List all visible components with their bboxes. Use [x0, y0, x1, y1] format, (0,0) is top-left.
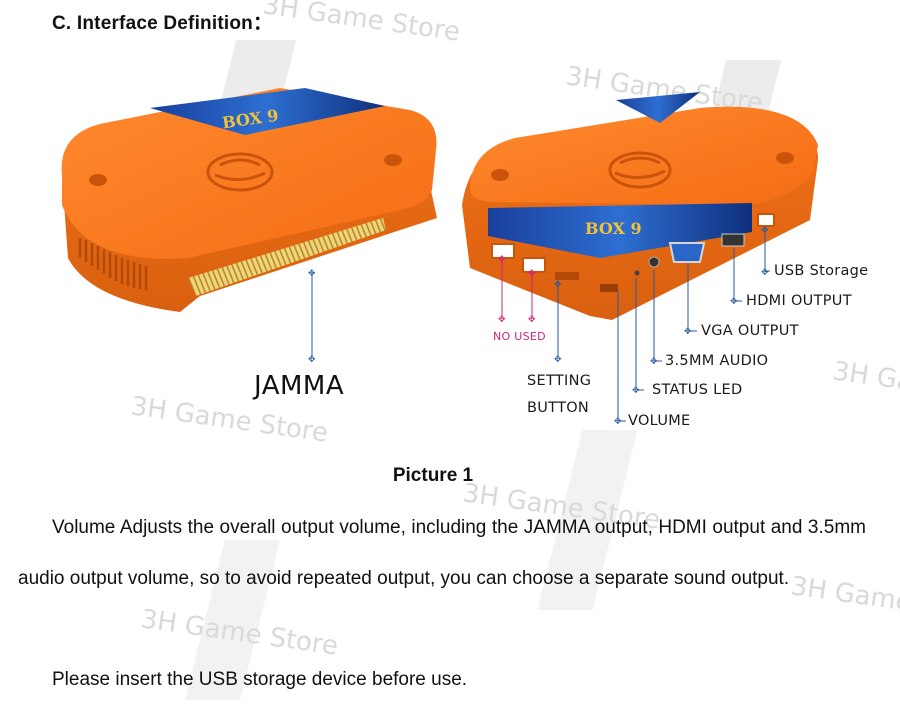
volume-description-paragraph: Volume Adjusts the overall output volume… [18, 517, 866, 589]
volume-knob [600, 284, 618, 292]
jamma-edge-connector [188, 218, 386, 296]
svg-text:✥: ✥ [761, 226, 769, 236]
svg-text:✥: ✥ [528, 269, 536, 279]
usb-storage-port [757, 213, 775, 227]
jamma-label: JAMMA [254, 371, 345, 401]
svg-text:✥: ✥ [761, 268, 769, 278]
hdmi-port [721, 233, 745, 247]
setting-button [555, 272, 579, 280]
figure-caption: Picture 1 [392, 465, 474, 486]
svg-text:✥: ✥ [528, 315, 536, 325]
callout-setting-button-line2: BUTTON [527, 400, 590, 416]
svg-text:✥: ✥ [308, 269, 316, 279]
usb-port-unused-1 [491, 243, 515, 259]
svg-text:✥: ✥ [554, 280, 562, 290]
status-led [634, 270, 640, 276]
callout-hdmi-output: HDMI OUTPUT [746, 293, 852, 309]
callout-status-led: STATUS LED [652, 382, 743, 398]
right-device: BOX 9 [462, 92, 819, 320]
callout-no-used: NO USED [493, 330, 546, 343]
usb-instruction-paragraph: Please insert the USB storage device bef… [52, 669, 468, 690]
left-device: BOX 9 [61, 88, 437, 313]
right-logo: BOX 9 [585, 219, 642, 238]
svg-text:✥: ✥ [650, 357, 658, 367]
section-heading: C. Interface Definition： [52, 13, 273, 34]
callout-setting-button-line1: SETTING [527, 373, 592, 389]
svg-text:✥: ✥ [684, 327, 692, 337]
svg-text:✥: ✥ [614, 417, 622, 427]
audio-jack [648, 256, 660, 268]
svg-text:✥: ✥ [730, 297, 738, 307]
svg-text:✥: ✥ [632, 386, 640, 396]
svg-text:✥: ✥ [498, 315, 506, 325]
usb-port-unused-2 [522, 257, 546, 273]
svg-text:✥: ✥ [308, 355, 316, 365]
callout-usb-storage: USB Storage [774, 263, 869, 279]
svg-text:✥: ✥ [498, 255, 506, 265]
callout-volume: VOLUME [628, 413, 691, 429]
svg-text:✥: ✥ [554, 355, 562, 365]
callout-audio: 3.5MM AUDIO [665, 353, 769, 369]
callout-vga-output: VGA OUTPUT [701, 323, 799, 339]
vga-port [668, 242, 706, 263]
